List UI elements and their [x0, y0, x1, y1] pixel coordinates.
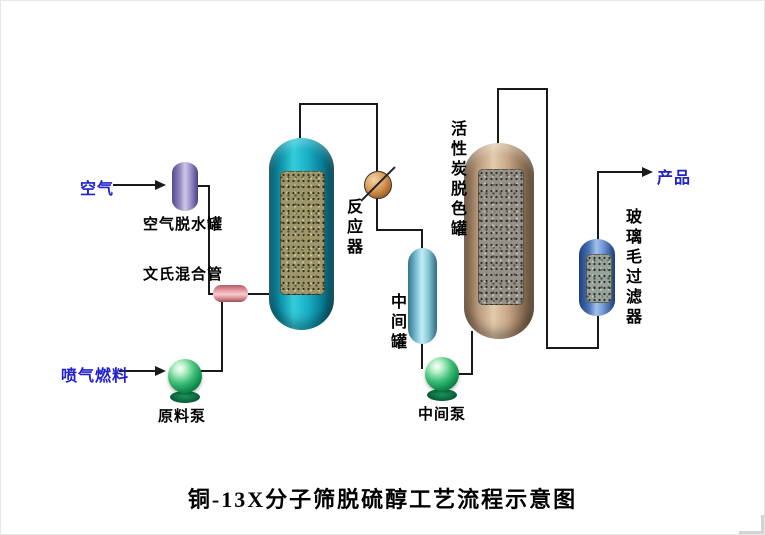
intermediate-pump: [423, 357, 461, 401]
pipe-dehydrator-downcomer: [208, 185, 210, 295]
reactor-label: 反应器: [344, 198, 361, 258]
pipe-intermediate-tank-outlet: [421, 343, 423, 369]
pipe-to-intermediate-tank: [376, 229, 423, 231]
pipe-dehydrator-outlet: [198, 185, 210, 187]
air-stream-label: 空气: [80, 181, 115, 198]
venturi-mixer-label: 文氏混合管: [143, 266, 224, 283]
activated-carbon-tank-label: 活性炭脱色罐: [448, 120, 465, 240]
air-dehydrator-vessel: [172, 162, 198, 211]
filter-packing: [586, 254, 612, 303]
pipe-carbon-downcomer: [546, 88, 548, 349]
pipe-venturi-air-inlet: [208, 293, 216, 295]
pipe-fuel-inlet: [119, 370, 157, 372]
pipe-venturi-to-reactor: [246, 293, 271, 295]
pipe-reactor-to-valve: [299, 103, 378, 105]
pipe-filter-overhead: [597, 171, 599, 240]
venturi-mixer-tube: [213, 285, 248, 302]
pipe-feed-riser: [221, 301, 223, 372]
pipe-carbon-tank-overhead: [497, 88, 499, 144]
diagram-title: 铜-13X分子筛脱硫醇工艺流程示意图: [187, 487, 578, 512]
pipe-filter-inlet: [597, 315, 599, 349]
pipe-valve-inlet: [376, 103, 378, 171]
pipe-carbon-top-run: [497, 88, 548, 90]
reactor-vessel: [269, 138, 334, 330]
reactor-packing: [280, 171, 325, 295]
intermediate-pump-label: 中间泵: [418, 406, 467, 423]
pipe-valve-outlet: [376, 196, 378, 231]
air-dehydrator-label: 空气脱水罐: [143, 216, 224, 233]
jet-fuel-stream-label: 喷气燃料: [61, 368, 130, 385]
pipe-feed-pump-outlet: [199, 370, 223, 372]
pipe-product-run: [597, 171, 644, 173]
product-flow-arrow-icon: [642, 167, 653, 177]
feed-pump-base: [170, 391, 200, 403]
feed-pump-label: 原料泵: [158, 408, 207, 425]
corner-frame-mark: [739, 515, 764, 534]
pipe-reactor-overhead: [299, 103, 301, 139]
glass-wool-filter-vessel: [579, 239, 615, 316]
fuel-flow-arrow-icon: [155, 366, 166, 376]
product-stream-label: 产品: [657, 170, 692, 187]
air-flow-arrow-icon: [155, 180, 166, 190]
pipe-intermediate-tank-inlet: [421, 229, 423, 249]
activated-carbon-vessel: [464, 143, 534, 339]
intermediate-tank-label: 中间罐: [388, 293, 405, 353]
intermediate-pump-base: [427, 389, 457, 401]
feed-pump-body: [168, 359, 202, 393]
pipe-intermediate-pump-outlet: [456, 373, 473, 375]
carbon-packing: [478, 169, 524, 305]
intermediate-pump-body: [425, 357, 459, 391]
glass-wool-filter-label: 玻璃毛过滤器: [623, 208, 640, 328]
pipe-to-filter: [546, 347, 599, 349]
pipe-air-inlet: [113, 184, 157, 186]
pipe-carbon-tank-inlet: [471, 331, 473, 375]
intermediate-tank-vessel: [408, 248, 437, 344]
feed-pump: [166, 359, 204, 403]
